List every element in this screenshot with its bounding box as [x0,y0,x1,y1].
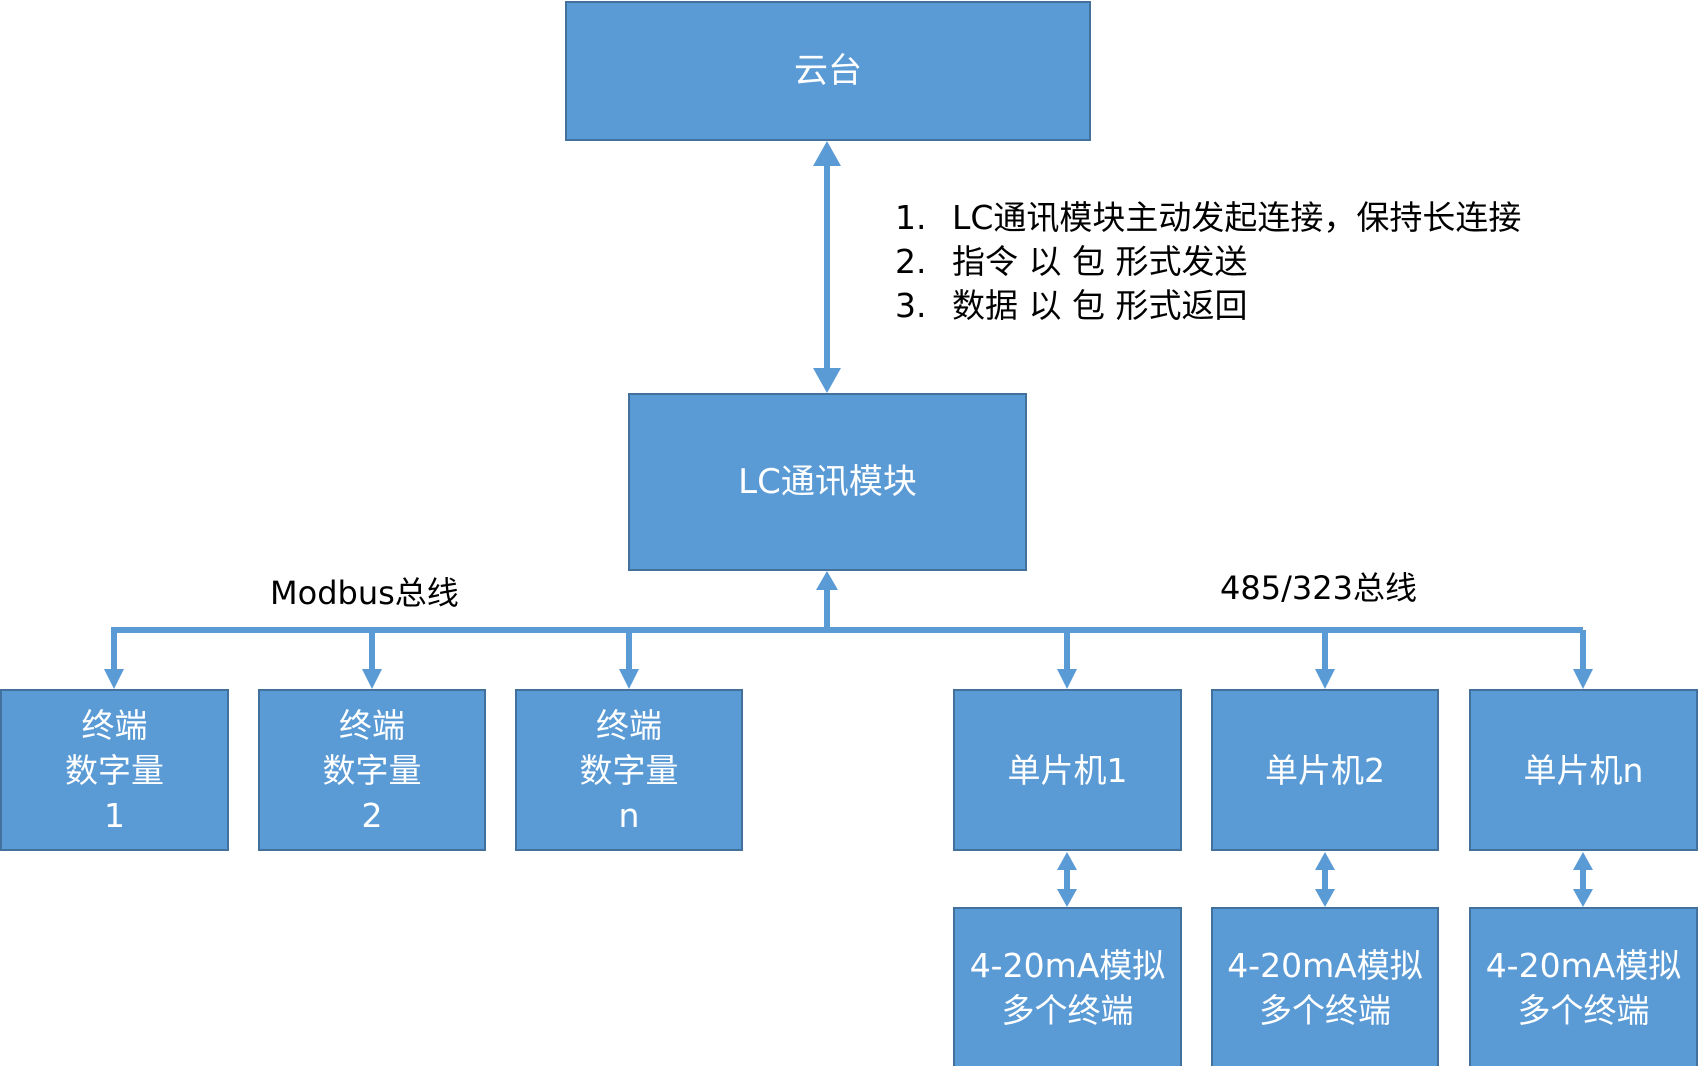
drop-arrow-mcu-n [1573,669,1593,689]
terminal-line-1: 终端 [339,705,405,745]
terminal-line-2: 数字量 [579,750,679,790]
terminal-line-3: 2 [361,795,383,835]
note-item-2: 2. 指令 以 包 形式发送 [895,240,1521,284]
terminal-line-2: 数字量 [65,750,164,790]
connection-notes: 1. LC通讯模块主动发起连接，保持长连接 2. 指令 以 包 形式发送 3. 数据 … [895,196,1521,328]
analog-group-box-1: 4-20mA模拟 多个终端 [953,907,1182,1066]
terminal-line-1: 终端 [596,705,662,745]
terminal-box-2: 终端 数字量 2 [258,689,486,851]
mcu-box-n: 单片机n [1469,689,1698,851]
analog-line-1: 4-20mA模拟 [1227,945,1423,985]
terminal-line-2: 数字量 [322,750,422,790]
drop-arrow-terminal-2 [362,669,382,689]
mcu-label: 单片机2 [1265,750,1385,790]
cloud-link-arrow-up [813,141,841,166]
link-arrow-up-mcu-1 [1057,852,1077,870]
terminal-box-n: 终端 数字量 n [515,689,743,851]
analog-group-box-n: 4-20mA模拟 多个终端 [1469,907,1698,1066]
note-number: 3. [895,286,927,325]
note-item-3: 3. 数据 以 包 形式返回 [895,284,1521,328]
mcu-box-1: 单片机1 [953,689,1182,851]
cloud-box: 云台 [565,1,1091,141]
mcu-box-2: 单片机2 [1211,689,1439,851]
terminal-line-3: n [618,795,640,835]
note-text: 数据 以 包 形式返回 [952,286,1248,325]
analog-line-1: 4-20mA模拟 [1485,945,1682,985]
drop-arrow-terminal-1 [104,669,124,689]
drop-arrow-mcu-2 [1315,669,1335,689]
link-arrow-down-mcu-n [1573,889,1593,907]
link-arrow-down-mcu-1 [1057,889,1077,907]
analog-line-2: 多个终端 [1001,990,1134,1030]
mcu-label: 单片机1 [1007,750,1128,790]
note-text: LC通讯模块主动发起连接，保持长连接 [952,198,1522,237]
note-number: 2. [895,242,927,281]
analog-line-1: 4-20mA模拟 [969,945,1166,985]
note-number: 1. [895,198,927,237]
cloud-link-arrow-down [813,368,841,393]
link-arrow-down-mcu-2 [1315,889,1335,907]
analog-line-2: 多个终端 [1259,990,1391,1030]
analog-group-box-2: 4-20mA模拟 多个终端 [1211,907,1439,1066]
link-arrow-up-mcu-n [1573,852,1593,870]
note-text: 指令 以 包 形式发送 [952,242,1248,281]
terminal-line-1: 终端 [81,705,148,745]
note-item-1: 1. LC通讯模块主动发起连接，保持长连接 [895,196,1521,240]
terminal-line-3: 1 [104,795,125,835]
lc-module-label: LC通讯模块 [738,462,917,502]
trunk-arrow-up [816,571,838,590]
drop-arrow-terminal-n [619,669,639,689]
analog-line-2: 多个终端 [1517,990,1650,1030]
mcu-label: 单片机n [1523,750,1644,790]
link-arrow-up-mcu-2 [1315,852,1335,870]
lc-module-box: LC通讯模块 [628,393,1027,571]
terminal-box-1: 终端 数字量 1 [0,689,229,851]
modbus-bus-label: Modbus总线 [270,574,459,612]
drop-arrow-mcu-1 [1057,669,1077,689]
serial-bus-label: 485/323总线 [1220,569,1417,607]
cloud-label: 云台 [794,51,862,91]
